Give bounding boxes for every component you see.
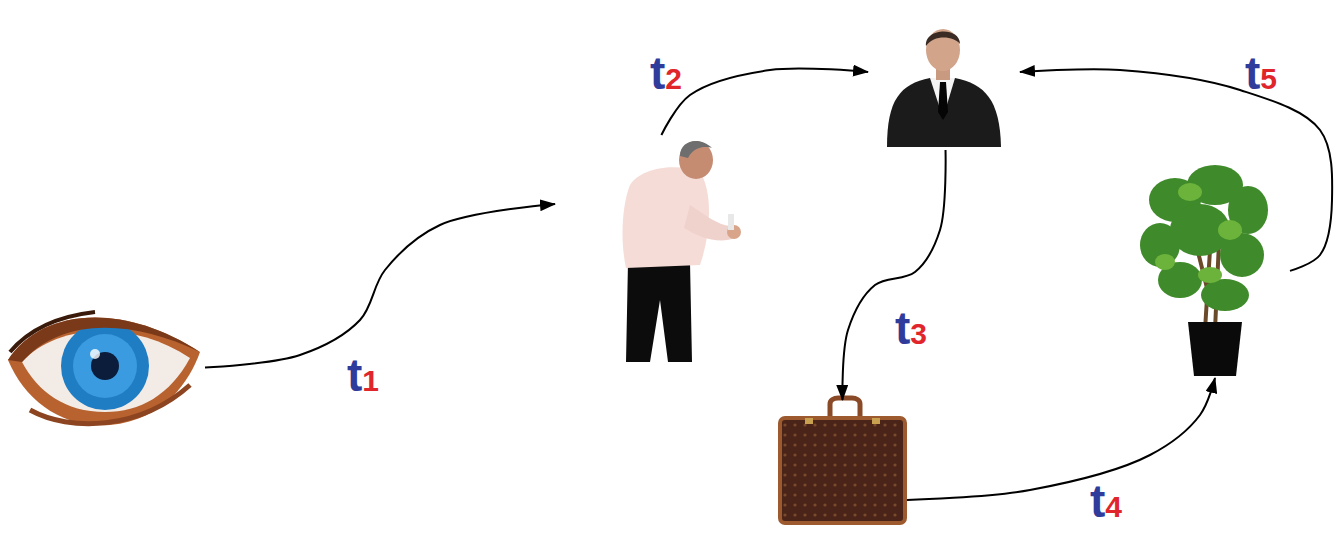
edge-label: t2 (648, 50, 684, 96)
edge-label: t3 (893, 305, 929, 351)
clasp (805, 418, 813, 424)
eye-figure (5, 305, 205, 425)
label-part: t (895, 302, 910, 354)
label-part: t (1090, 475, 1105, 527)
case-body (780, 418, 905, 523)
flow-arrow (205, 204, 555, 367)
label-part: 5 (1260, 62, 1277, 95)
eye-glint (90, 349, 100, 359)
label-part: t (650, 47, 665, 99)
cup (728, 214, 734, 230)
flow-arrow (1020, 69, 1332, 271)
hair (926, 31, 960, 46)
hair (680, 141, 712, 158)
edge-label: t5 (1243, 50, 1279, 96)
eyelid (8, 317, 200, 425)
label-part: 1 (362, 364, 379, 397)
eye-picture (8, 312, 200, 425)
briefcase-figure (778, 400, 907, 525)
lower-lid (30, 385, 190, 424)
label-part: 3 (910, 317, 927, 350)
label-part: t (347, 349, 362, 401)
upper-lid (8, 317, 200, 362)
man-picture (623, 141, 741, 362)
head (926, 29, 960, 71)
label-part: 4 (1105, 490, 1122, 523)
foliage-light (1155, 183, 1242, 283)
edge-label: t1 (345, 352, 381, 398)
label-part: 2 (665, 62, 682, 95)
lashes (10, 312, 95, 352)
edge-label: t4 (1088, 478, 1124, 524)
flow-arrow (907, 378, 1215, 500)
person-figure (555, 135, 745, 365)
head (679, 141, 713, 179)
foliage (1140, 165, 1268, 311)
pot (1188, 322, 1242, 376)
flow-arrow (842, 150, 945, 400)
iris-inner (73, 334, 137, 398)
clasp (872, 418, 880, 424)
trousers (626, 262, 692, 362)
flow-arrow (661, 68, 868, 135)
suited-person-figure (868, 30, 1020, 150)
label-part: t (1245, 47, 1260, 99)
iris (61, 322, 149, 410)
tie (938, 82, 948, 120)
suit (887, 78, 1001, 147)
suit-man-picture (887, 29, 1001, 147)
plant-figure (1140, 168, 1290, 378)
plant-picture (1140, 165, 1268, 376)
briefcase-picture (780, 398, 905, 523)
